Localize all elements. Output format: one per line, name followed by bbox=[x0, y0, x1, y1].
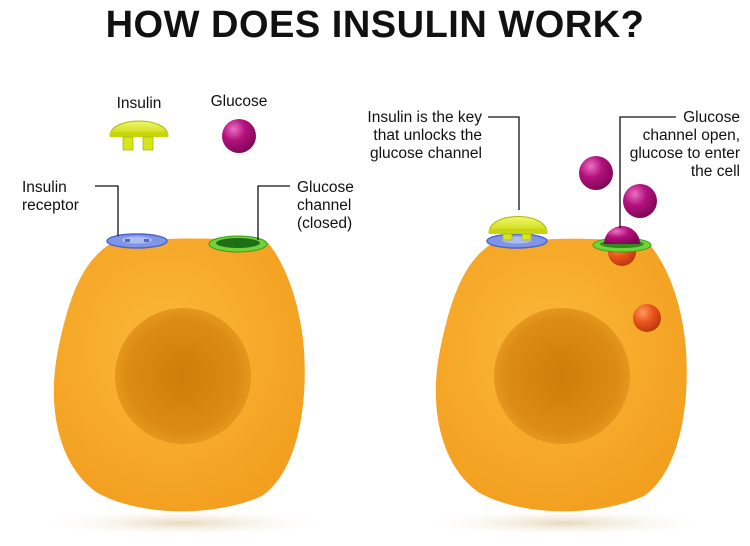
key-label-line1: Insulin is the key bbox=[367, 109, 482, 126]
key-label-line2: that unlocks the bbox=[373, 127, 482, 144]
channel-closed-label-line2: channel bbox=[297, 197, 351, 214]
left-cell-shadow bbox=[33, 509, 333, 537]
channel-open-label-line3: glucose to enter bbox=[630, 145, 740, 162]
right-glucose-channel-open bbox=[592, 226, 652, 266]
channel-open-label-line1: Glucose bbox=[683, 109, 740, 126]
receptor-leader-line bbox=[95, 185, 119, 236]
channel-open-label-line4: the cell bbox=[691, 163, 740, 180]
left-cell-nucleus bbox=[115, 308, 251, 444]
legend-insulin-label: Insulin bbox=[117, 95, 162, 112]
legend-glucose-label: Glucose bbox=[211, 93, 268, 110]
right-cell-shadow bbox=[415, 509, 715, 537]
channel-closed-label-line3: (closed) bbox=[297, 215, 352, 232]
receptor-label-line1: Insulin bbox=[22, 179, 67, 196]
channel-open-leader-line bbox=[619, 116, 676, 228]
channel-closed-label-line1: Glucose bbox=[297, 179, 354, 196]
page-title: HOW DOES INSULIN WORK? bbox=[105, 4, 645, 46]
channel-open-label-line2: channel open, bbox=[643, 127, 740, 144]
key-leader-line bbox=[488, 116, 520, 210]
key-label-line3: glucose channel bbox=[370, 145, 482, 162]
left-glucose-channel-closed bbox=[208, 235, 268, 253]
insulin-icon bbox=[109, 120, 169, 151]
right-insulin-receptor bbox=[486, 233, 548, 249]
left-insulin-receptor bbox=[106, 233, 168, 249]
glucose-molecule bbox=[623, 184, 657, 218]
glucose-molecule bbox=[579, 156, 613, 190]
glucose-icon bbox=[222, 119, 256, 153]
glucose-inside-cell bbox=[633, 304, 661, 332]
right-cell-nucleus bbox=[494, 308, 630, 444]
receptor-label-line2: receptor bbox=[22, 197, 79, 214]
channel-closed-leader-line bbox=[257, 185, 290, 240]
bound-insulin-icon bbox=[488, 216, 548, 241]
